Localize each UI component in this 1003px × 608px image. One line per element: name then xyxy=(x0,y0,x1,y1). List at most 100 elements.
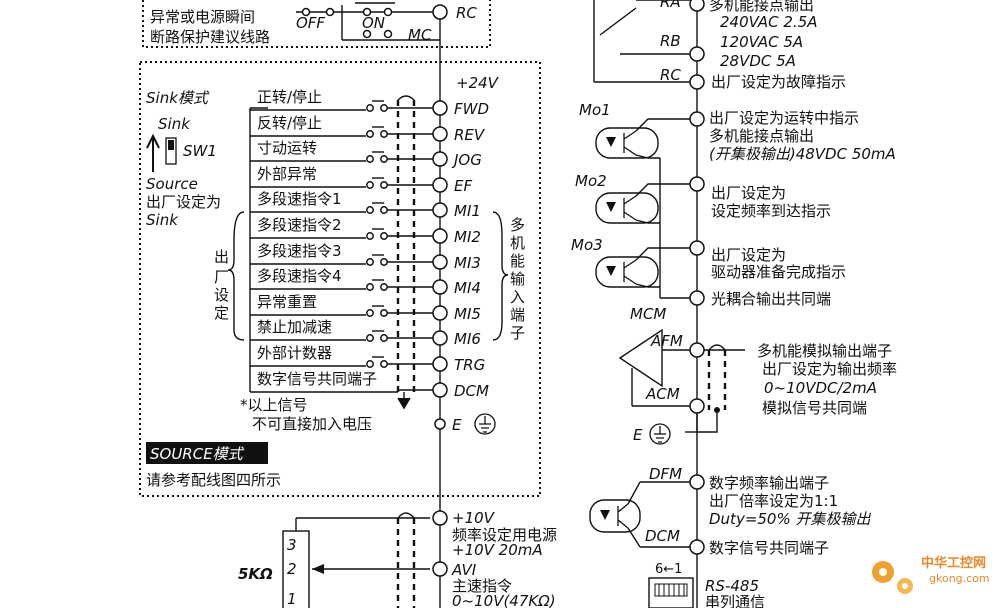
input-row-fwd: 正转/停止 FWD xyxy=(250,88,489,118)
mo2-desc-1: 出厂设定为 xyxy=(711,184,786,202)
optocoupler xyxy=(595,127,659,159)
mo3-desc-2: 驱动器准备完成指示 xyxy=(711,263,846,281)
sink-input-panel: +24V Sink模式 Sink SW1 Source 出厂设定为 Sink 出… xyxy=(139,61,541,497)
plus24v-label: +24V xyxy=(456,74,500,92)
watermark-url: gkong.com xyxy=(929,572,990,585)
mo1-desc-2: 多机能接点输出 xyxy=(709,127,814,145)
relay-desc-4: 28VDC 5A xyxy=(720,52,796,70)
pot-pin-2: 2 xyxy=(287,560,297,578)
opto-output-3 xyxy=(595,240,705,288)
terminal-mi1 xyxy=(432,202,448,218)
optocoupler xyxy=(595,192,659,224)
dfm-opto xyxy=(589,499,641,533)
terminal-label: MI4 xyxy=(454,279,481,297)
opto-outputs: MCM Mo1 Mo2 Mo3 出厂设定为运转中指示 多机能接点输出 (开集极输… xyxy=(571,101,896,323)
terminal-label: TRG xyxy=(454,356,485,374)
opto-output-1 xyxy=(595,111,705,159)
potentiometer xyxy=(282,530,310,608)
sw1-label: SW1 xyxy=(183,142,217,160)
e-terminal xyxy=(434,418,446,430)
multi-vertical-char: 入 xyxy=(510,288,525,306)
rc-terminal-top xyxy=(432,4,448,20)
dfm-desc-2: 出厂倍率设定为1:1 xyxy=(709,492,838,510)
input-label: 反转/停止 xyxy=(257,114,322,132)
input-label: 数字信号共同端子 xyxy=(257,370,377,388)
input-rows: 正转/停止FWD反转/停止REV寸动运转JOG外部异常EF多段速指令1MI1多段… xyxy=(250,88,489,400)
terminal-label: JOG xyxy=(451,151,482,169)
terminal-label: MI3 xyxy=(454,254,481,272)
afm-desc-3: 0~10VDC/2mA xyxy=(764,379,877,397)
mo3-label: Mo3 xyxy=(571,236,603,254)
svg-text:出: 出 xyxy=(214,248,229,266)
rc-label: RC xyxy=(660,66,681,84)
terminal-label: MI2 xyxy=(454,228,481,246)
multi-vertical-char: 端 xyxy=(510,306,525,324)
input-label: 多段速指令1 xyxy=(257,190,342,208)
avi-label: AVI xyxy=(451,561,477,579)
dcm-terminal-right xyxy=(689,539,705,555)
input-label: 禁止加减速 xyxy=(257,318,332,336)
plus10v-label: +10V xyxy=(452,509,496,527)
input-label: 外部异常 xyxy=(257,165,317,183)
rs485-title: RS-485 xyxy=(705,577,759,595)
dfm-block: DFM DCM 数字频率输出端子 出厂倍率设定为1:1 Duty=50% 开集极… xyxy=(589,465,871,557)
terminal-ef xyxy=(432,177,448,193)
input-label: 正转/停止 xyxy=(257,88,322,106)
top-protection-block: OFF ON MC 异常或电源瞬间 断路保护建议线路 RC xyxy=(142,0,491,48)
rs485-sub: 串列通信 xyxy=(705,593,765,608)
input-row-rev: 反转/停止 REV xyxy=(250,114,486,144)
terminal-label: REV xyxy=(454,126,486,144)
terminal-label: FWD xyxy=(454,100,489,118)
input-label: 寸动运转 xyxy=(257,139,317,157)
mcm-desc: 光耦合输出共同端 xyxy=(711,290,831,308)
factory-setting-2: Sink xyxy=(146,211,179,229)
ra-terminal xyxy=(689,0,705,12)
optocoupler xyxy=(595,256,659,288)
svg-text:定: 定 xyxy=(214,304,229,322)
terminal-label: MI5 xyxy=(454,305,481,323)
terminal-fwd xyxy=(432,100,448,116)
afm-e-label: E xyxy=(633,426,643,444)
multi-vertical-char: 输 xyxy=(510,270,525,288)
switch-on-label: ON xyxy=(362,14,385,32)
afm-label: AFM xyxy=(650,332,683,350)
source-mode-badge xyxy=(146,442,268,464)
terminal-trg xyxy=(432,356,448,372)
mo1-label: Mo1 xyxy=(579,101,611,119)
e-label: E xyxy=(452,416,462,434)
note-signals: *以上信号 xyxy=(240,396,308,414)
terminal-dcm xyxy=(432,382,448,398)
ra-label: RA xyxy=(660,0,681,11)
dfm-desc-1: 数字频率输出端子 xyxy=(709,474,829,492)
terminal-mi2 xyxy=(432,228,448,244)
rc-label-top: RC xyxy=(456,4,477,22)
mo2-label: Mo2 xyxy=(575,172,607,190)
plus10v-terminal xyxy=(432,510,448,526)
afm-terminal xyxy=(689,342,705,358)
pot-pin-1: 1 xyxy=(287,590,297,608)
avi-desc-2: 0~10V(47KΩ) xyxy=(452,592,556,608)
note-no-voltage: 不可直接加入电压 xyxy=(252,415,372,433)
source-label: Source xyxy=(146,175,198,193)
rs485-pins: 6←1 xyxy=(655,562,682,577)
avi-desc-1: 主速指令 xyxy=(452,577,512,595)
rs485-block: 6←1 RS-485 串列通信 xyxy=(648,562,765,608)
factory-setting-1: 出厂设定为 xyxy=(146,193,221,211)
multi-vertical-char: 能 xyxy=(510,252,525,270)
relay-rc-desc: 出厂设定为故障指示 xyxy=(711,73,846,91)
dfm-label: DFM xyxy=(649,465,682,483)
rb-terminal xyxy=(689,46,705,62)
svg-text:设: 设 xyxy=(214,286,229,304)
mo2-desc-2: 设定频率到达指示 xyxy=(711,202,831,220)
mo1-desc-1: 出厂设定为运转中指示 xyxy=(709,109,859,127)
opto-output-2 xyxy=(595,176,705,224)
mcm-label: MCM xyxy=(630,305,666,323)
